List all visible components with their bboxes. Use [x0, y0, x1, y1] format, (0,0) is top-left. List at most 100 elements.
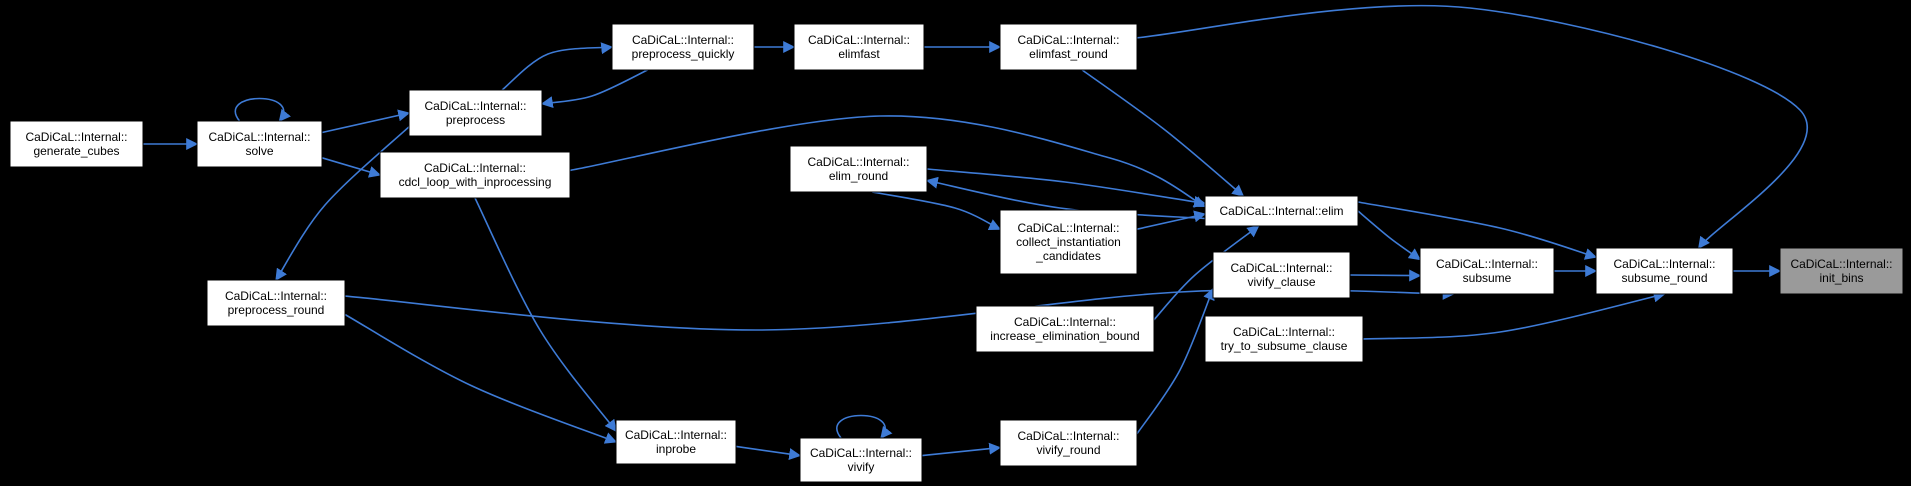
node-box-preprocess[interactable]: [408, 89, 543, 137]
node-label-collect-2: _candidates: [1035, 249, 1101, 263]
node-label-inprobe-0: CaDiCaL::Internal::: [625, 428, 727, 442]
edge-preprocess_quickly-to-preprocess: [540, 69, 648, 109]
node-box-subsume[interactable]: [1419, 247, 1555, 295]
node-box-elim[interactable]: [1204, 195, 1359, 227]
edge-elimfast_round-to-subsume_round: [1136, 4, 1809, 249]
node-label-elim_round-1: elim_round: [829, 169, 888, 183]
node-box-elim_round[interactable]: [789, 145, 928, 193]
node-label-init_bins-1: init_bins: [1819, 271, 1863, 285]
node-label-vivify_round-0: CaDiCaL::Internal::: [1017, 429, 1119, 443]
node-label-init_bins-0: CaDiCaL::Internal::: [1790, 257, 1892, 271]
node-label-inprobe-1: inprobe: [656, 442, 696, 456]
edge-try_sub-to-subsume_round: [1362, 290, 1666, 340]
edge-preprocess-to-preprocess_quickly: [501, 42, 614, 91]
node-box-preprocess_round[interactable]: [206, 279, 346, 327]
node-label-solve-1: solve: [245, 144, 273, 158]
node-label-elimfast_round-0: CaDiCaL::Internal::: [1017, 33, 1119, 47]
node-preprocess_quickly[interactable]: CaDiCaL::Internal::preprocess_quickly: [611, 23, 755, 71]
node-label-generate_cubes-0: CaDiCaL::Internal::: [25, 130, 127, 144]
node-label-vivify_clause-0: CaDiCaL::Internal::: [1230, 261, 1332, 275]
node-box-solve[interactable]: [196, 120, 323, 168]
node-label-subsume-0: CaDiCaL::Internal::: [1436, 257, 1538, 271]
edge-elim_round-to-elim: [926, 168, 1207, 208]
edge-elim-to-subsume_round: [1357, 201, 1598, 260]
node-label-subsume-1: subsume: [1463, 271, 1512, 285]
node-label-vivify_round-1: vivify_round: [1036, 443, 1100, 457]
node-elimfast[interactable]: CaDiCaL::Internal::elimfast: [793, 23, 925, 71]
node-label-try_sub-0: CaDiCaL::Internal::: [1233, 325, 1335, 339]
node-label-collect-1: collect_instantiation: [1016, 235, 1121, 249]
node-label-solve-0: CaDiCaL::Internal::: [208, 130, 310, 144]
edge-collect-to-elim: [1136, 210, 1207, 230]
node-label-preprocess_quickly-0: CaDiCaL::Internal::: [632, 33, 734, 47]
node-try_sub[interactable]: CaDiCaL::Internal::try_to_subsume_clause: [1204, 315, 1364, 363]
node-box-try_sub[interactable]: [1204, 315, 1364, 363]
node-cdcl[interactable]: CaDiCaL::Internal::cdcl_loop_with_inproc…: [379, 151, 571, 199]
node-solve[interactable]: CaDiCaL::Internal::solve: [196, 120, 323, 168]
edge-elim_round-to-collect: [872, 191, 1002, 231]
node-label-try_sub-1: try_to_subsume_clause: [1221, 339, 1348, 353]
edge-cdcl-to-elim: [569, 115, 1207, 208]
node-box-vivify_clause[interactable]: [1212, 251, 1351, 299]
node-label-preprocess_round-0: CaDiCaL::Internal::: [225, 289, 327, 303]
edge-vivify_clause-to-subsume: [1349, 269, 1422, 282]
edge-preprocess_round-to-inprobe: [344, 313, 618, 444]
node-box-cdcl[interactable]: [379, 151, 571, 199]
node-label-cdcl-0: CaDiCaL::Internal::: [424, 161, 526, 175]
node-label-preprocess_quickly-1: preprocess_quickly: [632, 47, 735, 61]
node-label-cdcl-1: cdcl_loop_with_inprocessing: [399, 175, 552, 189]
node-collect[interactable]: CaDiCaL::Internal::collect_instantiation…: [999, 209, 1138, 275]
node-label-elim_round-0: CaDiCaL::Internal::: [807, 155, 909, 169]
node-box-vivify[interactable]: [799, 437, 923, 483]
node-label-elimfast-1: elimfast: [838, 47, 880, 61]
edge-increase-to-elim: [1153, 225, 1260, 321]
edge-elimfast_round-to-elim: [1081, 69, 1245, 197]
node-init_bins[interactable]: CaDiCaL::Internal::init_bins: [1779, 247, 1904, 295]
node-box-elimfast_round[interactable]: [999, 23, 1138, 71]
nodes-layer: CaDiCaL::Internal::generate_cubesCaDiCaL…: [9, 23, 1904, 483]
node-inprobe[interactable]: CaDiCaL::Internal::inprobe: [615, 419, 737, 465]
node-box-subsume_round[interactable]: [1595, 247, 1734, 295]
node-label-preprocess-1: preprocess: [446, 113, 505, 127]
node-label-vivify-1: vivify: [848, 460, 875, 474]
node-preprocess[interactable]: CaDiCaL::Internal::preprocess: [408, 89, 543, 137]
edges-layer: [143, 4, 1809, 461]
node-label-subsume_round-1: subsume_round: [1621, 271, 1707, 285]
edge-elim-to-elim_round: [925, 176, 1206, 220]
node-label-increase-0: CaDiCaL::Internal::: [1014, 315, 1116, 329]
node-box-inprobe[interactable]: [615, 419, 737, 465]
node-label-generate_cubes-1: generate_cubes: [33, 144, 119, 158]
node-elim_round[interactable]: CaDiCaL::Internal::elim_round: [789, 145, 928, 193]
node-elim[interactable]: CaDiCaL::Internal::elim: [1204, 195, 1359, 227]
node-box-preprocess_quickly[interactable]: [611, 23, 755, 71]
edge-vivify_round-to-vivify_clause: [1136, 287, 1215, 435]
node-vivify[interactable]: CaDiCaL::Internal::vivify: [799, 437, 923, 483]
edge-inprobe-to-vivify: [735, 445, 802, 461]
node-label-vivify-0: CaDiCaL::Internal::: [810, 446, 912, 460]
node-label-preprocess-0: CaDiCaL::Internal::: [424, 99, 526, 113]
node-box-increase[interactable]: [975, 305, 1155, 353]
node-subsume[interactable]: CaDiCaL::Internal::subsume: [1419, 247, 1555, 295]
node-label-elimfast_round-1: elimfast_round: [1029, 47, 1108, 61]
node-box-collect[interactable]: [999, 209, 1138, 275]
edge-vivify-to-vivify: [836, 414, 893, 439]
edge-elim-to-subsume: [1357, 210, 1421, 261]
node-box-vivify_round[interactable]: [999, 419, 1138, 467]
node-box-elimfast[interactable]: [793, 23, 925, 71]
node-label-vivify_clause-1: vivify_clause: [1247, 275, 1315, 289]
node-box-init_bins[interactable]: [1779, 247, 1904, 295]
node-box-generate_cubes[interactable]: [9, 120, 144, 168]
node-preprocess_round[interactable]: CaDiCaL::Internal::preprocess_round: [206, 279, 346, 327]
node-subsume_round[interactable]: CaDiCaL::Internal::subsume_round: [1595, 247, 1734, 295]
node-generate_cubes[interactable]: CaDiCaL::Internal::generate_cubes: [9, 120, 144, 168]
node-increase[interactable]: CaDiCaL::Internal::increase_elimination_…: [975, 305, 1155, 353]
node-label-collect-0: CaDiCaL::Internal::: [1017, 221, 1119, 235]
node-elimfast_round[interactable]: CaDiCaL::Internal::elimfast_round: [999, 23, 1138, 71]
edge-vivify-to-vivify_round: [921, 442, 1002, 457]
node-vivify_round[interactable]: CaDiCaL::Internal::vivify_round: [999, 419, 1138, 467]
edge-solve-to-cdcl: [321, 157, 382, 178]
node-vivify_clause[interactable]: CaDiCaL::Internal::vivify_clause: [1212, 251, 1351, 299]
edge-solve-to-preprocess: [321, 109, 411, 134]
